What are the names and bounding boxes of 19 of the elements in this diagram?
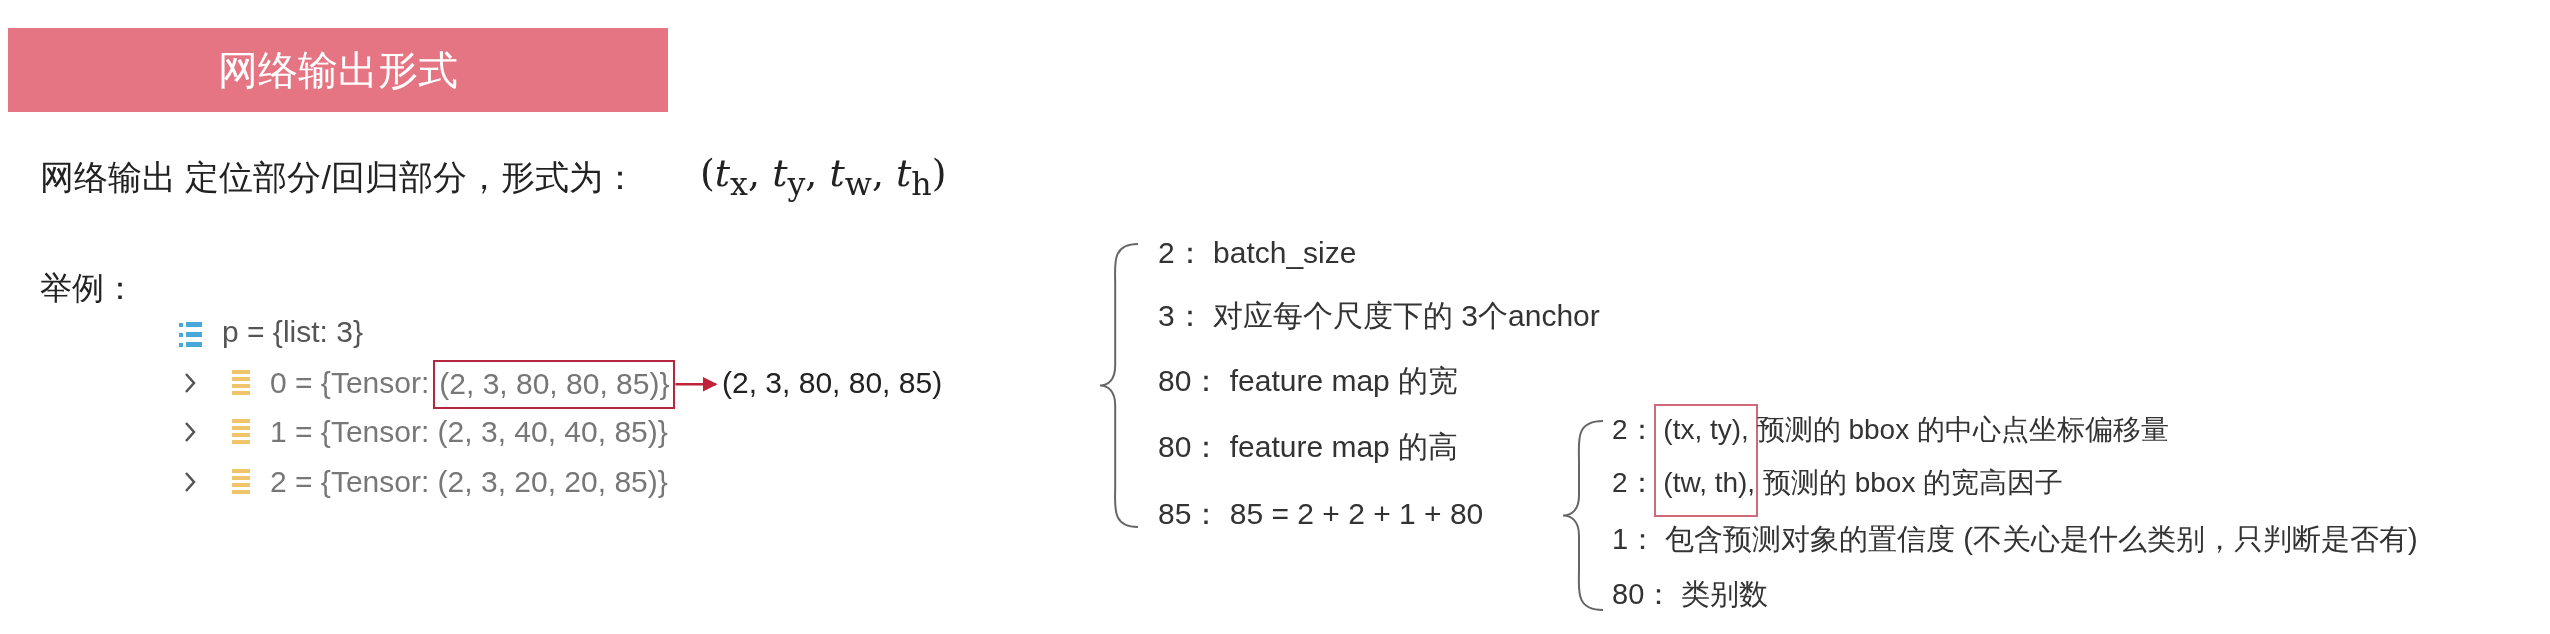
title-band: 网络输出形式 <box>8 28 668 112</box>
shape-text: (2, 3, 80, 80, 85) <box>722 366 943 401</box>
brace-item-text: 80： feature map 的宽 <box>1158 364 1459 399</box>
brace-item-text: 85： 85 = 2 + 2 + 1 + 80 <box>1158 497 1484 532</box>
highlight-box: (2, 3, 80, 80, 85)} <box>433 360 676 409</box>
formula: (t$_{x}$, t$_{y}$, t$_{w}$, t$_{h}$) <box>700 152 947 202</box>
arrow <box>675 376 718 392</box>
brace-item-text: 1： 包含预测对象的置信度 (不关心是什么类别，只判断是否有) <box>1612 523 2418 557</box>
brace-item-text: 80： 类别数 <box>1612 578 1769 612</box>
brace-item-text: 3： 对应每个尺度下的 3个anchor <box>1158 299 1600 334</box>
brace-item-text: 2： (tw, th), 预测的 bbox 的宽高因子 <box>1612 467 2064 500</box>
list-item-text: 0 = {Tensor: <box>270 366 430 401</box>
intro-text: 网络输出 定位部分/回归部分，形式为： <box>40 158 637 198</box>
brace-item-text: 80： feature map 的高 <box>1158 430 1459 465</box>
list-item-text: 1 = {Tensor: (2, 3, 40, 40, 85)} <box>270 415 668 450</box>
brace-item-text: 2： batch_size <box>1158 236 1357 271</box>
example-heading: 举例： <box>40 270 136 307</box>
list-item-text: p = {list: 3} <box>222 315 363 350</box>
list-item-text: 2 = {Tensor: (2, 3, 20, 20, 85)} <box>270 465 668 500</box>
